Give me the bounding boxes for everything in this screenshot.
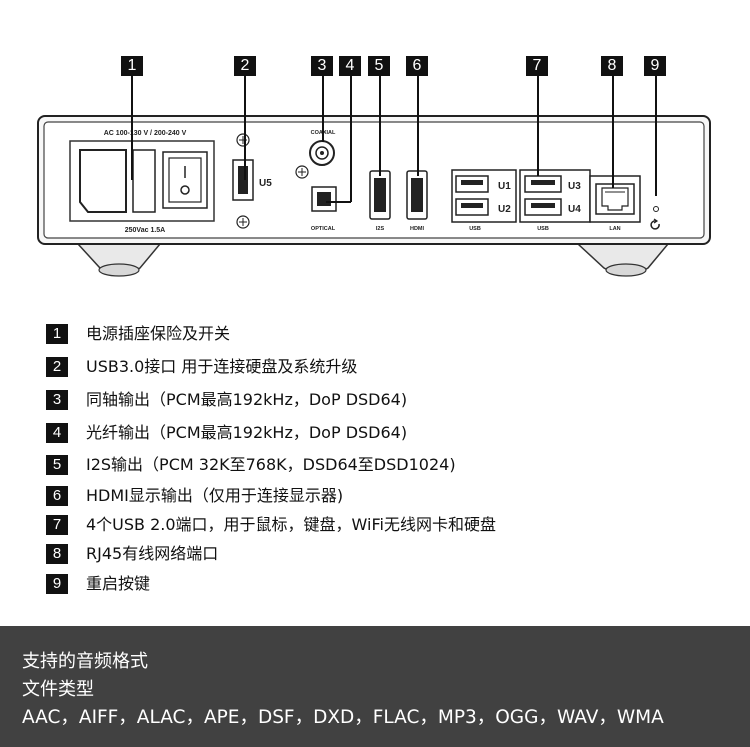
callout-2: 2	[234, 56, 256, 76]
optical-port	[311, 186, 337, 212]
u5-label: U5	[259, 178, 272, 189]
legend-text: 电源插座保险及开关	[86, 324, 231, 343]
callout-3: 3	[311, 56, 333, 76]
u4-label: U4	[568, 204, 581, 215]
legend-number: 1	[46, 324, 68, 344]
i2s-label: I2S	[376, 226, 385, 232]
leader-2	[244, 76, 246, 180]
callout-8: 8	[601, 56, 623, 76]
legend-number: 3	[46, 390, 68, 410]
i2s-port	[369, 170, 391, 220]
callout-6: 6	[406, 56, 428, 76]
leader-8	[612, 76, 614, 188]
device-rear-panel: AC 100-130 V / 200-240 V 250Vac 1.5A U5 …	[37, 115, 711, 277]
leader-4	[350, 76, 352, 202]
lan-label: LAN	[609, 226, 620, 232]
footer-heading: 支持的音频格式	[22, 651, 148, 672]
legend-text: 同轴输出（PCM最高192kHz，DoP DSD64)	[86, 390, 408, 409]
coaxial-port	[295, 140, 335, 179]
right-foot	[576, 243, 670, 277]
callout-7: 7	[526, 56, 548, 76]
legend-number: 9	[46, 574, 68, 594]
hdmi-port	[406, 170, 428, 220]
u2-label: U2	[498, 204, 511, 215]
legend-text: USB3.0接口 用于连接硬盘及系统升级	[86, 357, 358, 376]
usb-label-left: USB	[469, 226, 481, 232]
leader-9	[655, 76, 657, 196]
fuse-rating-label: 250Vac 1.5A	[125, 227, 165, 234]
reset-button	[650, 206, 660, 230]
usb-ports-right	[519, 169, 591, 223]
leader-4-h	[326, 201, 351, 203]
footer-subheading: 文件类型	[22, 679, 94, 700]
left-foot	[76, 243, 162, 277]
lan-port	[589, 175, 641, 223]
legend-number: 5	[46, 455, 68, 475]
callout-5: 5	[368, 56, 390, 76]
footer-format-list: AAC，AIFF，ALAC，APE，DSF，DXD，FLAC，MP3，OGG，W…	[22, 707, 664, 728]
legend-number: 6	[46, 486, 68, 506]
legend-number: 4	[46, 423, 68, 443]
legend-number: 2	[46, 357, 68, 377]
u1-label: U1	[498, 181, 511, 192]
power-rating-label: AC 100-130 V / 200-240 V	[104, 130, 187, 137]
legend-text: HDMI显示输出（仅用于连接显示器)	[86, 486, 344, 505]
optical-label: OPTICAL	[311, 226, 336, 232]
callout-4: 4	[339, 56, 361, 76]
legend-text: I2S输出（PCM 32K至768K，DSD64至DSD1024)	[86, 455, 456, 474]
legend-number: 8	[46, 544, 68, 564]
legend-text: 光纤输出（PCM最高192kHz，DoP DSD64)	[86, 423, 408, 442]
hdmi-label: HDMI	[410, 226, 425, 232]
usb-ports-left	[451, 169, 517, 223]
leader-7	[537, 76, 539, 176]
u3-label: U3	[568, 181, 581, 192]
usb5-port	[232, 133, 254, 229]
leader-6	[417, 76, 419, 176]
leader-5	[379, 76, 381, 176]
leader-1	[131, 76, 133, 180]
callout-9: 9	[644, 56, 666, 76]
legend-text: 4个USB 2.0端口，用于鼠标，键盘，WiFi无线网卡和硬盘	[86, 515, 496, 534]
legend-text: RJ45有线网络端口	[86, 544, 219, 563]
legend-text: 重启按键	[86, 574, 151, 593]
callout-1: 1	[121, 56, 143, 76]
power-inlet-fuse-switch	[69, 140, 215, 222]
leader-3	[322, 76, 324, 142]
usb-label-right: USB	[537, 226, 549, 232]
legend-number: 7	[46, 515, 68, 535]
audio-format-footer: 支持的音频格式 文件类型 AAC，AIFF，ALAC，APE，DSF，DXD，F…	[0, 626, 750, 747]
